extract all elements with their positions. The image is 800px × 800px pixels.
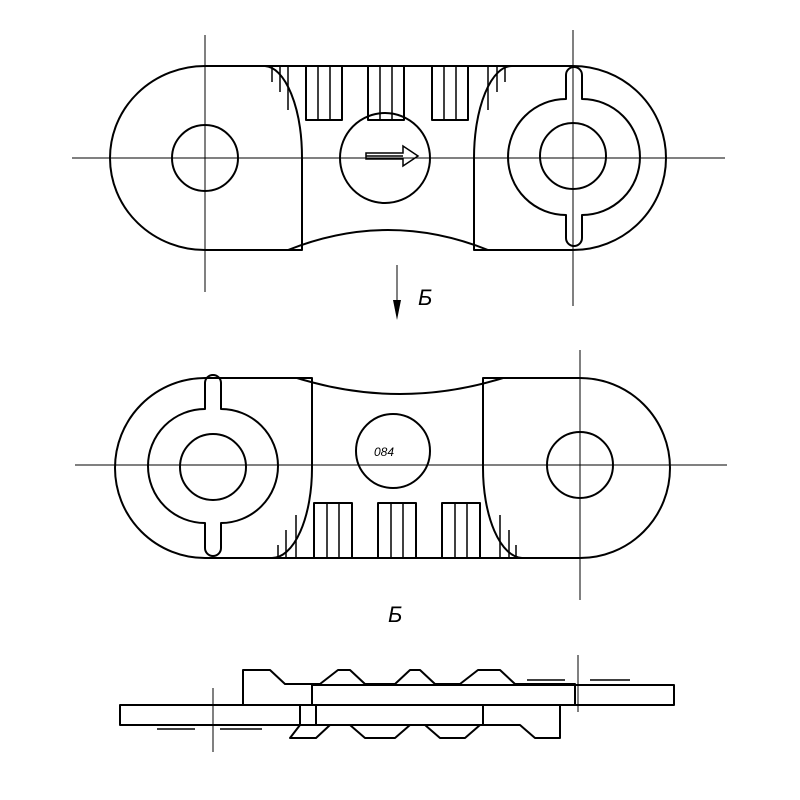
- side-view-centerlines: [212, 655, 579, 752]
- top-view-holes: [171, 66, 641, 247]
- view-b: 084 Б: [75, 350, 727, 627]
- side-view-outline: [119, 669, 675, 739]
- view-arrow-label: Б: [418, 285, 432, 310]
- view-b-outline: [114, 377, 671, 559]
- part-marking: 084: [374, 445, 394, 459]
- view-b-ridges: [277, 502, 517, 559]
- top-view: [72, 30, 725, 306]
- view-title: Б: [388, 602, 402, 627]
- view-b-centerlines: [75, 350, 727, 600]
- top-view-centerlines: [72, 30, 725, 306]
- view-arrow: Б: [393, 265, 432, 320]
- view-b-holes: 084: [147, 374, 614, 557]
- side-view: [119, 655, 675, 752]
- top-view-ridges: [271, 65, 506, 121]
